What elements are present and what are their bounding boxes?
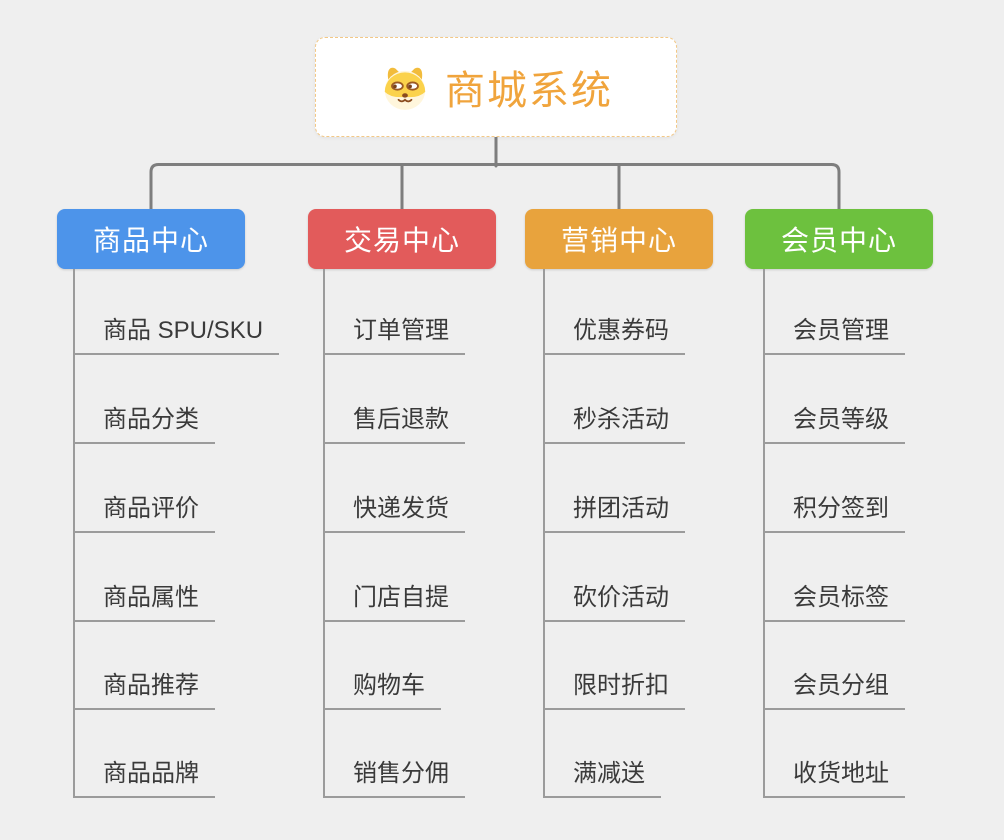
leaf-node-product-center-1[interactable]: 商品分类 bbox=[73, 405, 215, 444]
leaf-node-label: 商品属性 bbox=[103, 584, 199, 611]
leaf-node-label: 销售分佣 bbox=[353, 760, 449, 787]
connector-branch-frame bbox=[149, 163, 841, 211]
branch-children-line bbox=[73, 269, 75, 798]
leaf-node-product-center-4[interactable]: 商品推荐 bbox=[73, 671, 215, 710]
leaf-node-label: 优惠券码 bbox=[573, 317, 669, 344]
leaf-node-member-center-1[interactable]: 会员等级 bbox=[763, 405, 905, 444]
doge-dog-face-icon bbox=[379, 64, 431, 111]
leaf-node-label: 商品品牌 bbox=[103, 760, 199, 787]
leaf-node-label: 商品推荐 bbox=[103, 672, 199, 699]
leaf-node-label: 会员分组 bbox=[793, 672, 889, 699]
root-node-label: 商城系统 bbox=[445, 69, 613, 113]
leaf-node-member-center-0[interactable]: 会员管理 bbox=[763, 316, 905, 355]
leaf-node-member-center-4[interactable]: 会员分组 bbox=[763, 671, 905, 710]
leaf-node-trade-center-0[interactable]: 订单管理 bbox=[323, 316, 465, 355]
leaf-node-product-center-2[interactable]: 商品评价 bbox=[73, 494, 215, 533]
leaf-node-product-center-0[interactable]: 商品 SPU/SKU bbox=[73, 316, 280, 355]
branch-node-member-center[interactable]: 会员中心 bbox=[745, 209, 933, 269]
leaf-node-label: 拼团活动 bbox=[573, 495, 669, 522]
leaf-node-label: 快递发货 bbox=[353, 495, 449, 522]
leaf-node-label: 限时折扣 bbox=[573, 672, 669, 699]
leaf-node-trade-center-2[interactable]: 快递发货 bbox=[323, 494, 465, 533]
leaf-node-label: 会员标签 bbox=[793, 584, 889, 611]
root-node[interactable]: 商城系统 bbox=[315, 37, 677, 137]
branch-node-label: 商品中心 bbox=[92, 225, 209, 256]
leaf-node-marketing-center-5[interactable]: 满减送 bbox=[543, 759, 661, 798]
branch-children-line bbox=[763, 269, 765, 798]
leaf-node-label: 购物车 bbox=[353, 672, 425, 699]
branch-node-trade-center[interactable]: 交易中心 bbox=[308, 209, 496, 269]
leaf-node-label: 砍价活动 bbox=[573, 584, 669, 611]
branch-children-line bbox=[323, 269, 325, 798]
leaf-node-label: 会员管理 bbox=[793, 317, 889, 344]
leaf-node-trade-center-4[interactable]: 购物车 bbox=[323, 671, 441, 710]
leaf-node-trade-center-3[interactable]: 门店自提 bbox=[323, 583, 465, 622]
leaf-node-product-center-5[interactable]: 商品品牌 bbox=[73, 759, 215, 798]
leaf-node-label: 商品 SPU/SKU bbox=[103, 317, 264, 344]
leaf-node-trade-center-1[interactable]: 售后退款 bbox=[323, 405, 465, 444]
leaf-node-label: 售后退款 bbox=[353, 406, 449, 433]
branch-node-label: 交易中心 bbox=[343, 225, 460, 256]
branch-node-label: 营销中心 bbox=[560, 225, 677, 256]
leaf-node-member-center-2[interactable]: 积分签到 bbox=[763, 494, 905, 533]
leaf-node-marketing-center-0[interactable]: 优惠券码 bbox=[543, 316, 685, 355]
branch-node-label: 会员中心 bbox=[780, 225, 897, 256]
leaf-node-label: 满减送 bbox=[573, 760, 645, 787]
branch-children-line bbox=[543, 269, 545, 798]
leaf-node-marketing-center-3[interactable]: 砍价活动 bbox=[543, 583, 685, 622]
leaf-node-member-center-3[interactable]: 会员标签 bbox=[763, 583, 905, 622]
leaf-node-label: 商品分类 bbox=[103, 406, 199, 433]
branch-node-marketing-center[interactable]: 营销中心 bbox=[525, 209, 713, 269]
leaf-node-trade-center-5[interactable]: 销售分佣 bbox=[323, 759, 465, 798]
leaf-node-marketing-center-1[interactable]: 秒杀活动 bbox=[543, 405, 685, 444]
leaf-node-label: 收货地址 bbox=[793, 760, 889, 787]
leaf-node-member-center-5[interactable]: 收货地址 bbox=[763, 759, 905, 798]
leaf-node-label: 商品评价 bbox=[103, 495, 199, 522]
leaf-node-label: 秒杀活动 bbox=[573, 406, 669, 433]
leaf-node-label: 会员等级 bbox=[793, 406, 889, 433]
leaf-node-label: 门店自提 bbox=[353, 584, 449, 611]
leaf-node-marketing-center-4[interactable]: 限时折扣 bbox=[543, 671, 685, 710]
leaf-node-product-center-3[interactable]: 商品属性 bbox=[73, 583, 215, 622]
leaf-node-marketing-center-2[interactable]: 拼团活动 bbox=[543, 494, 685, 533]
branch-node-product-center[interactable]: 商品中心 bbox=[57, 209, 245, 269]
leaf-node-label: 积分签到 bbox=[793, 495, 889, 522]
leaf-node-label: 订单管理 bbox=[353, 317, 449, 344]
